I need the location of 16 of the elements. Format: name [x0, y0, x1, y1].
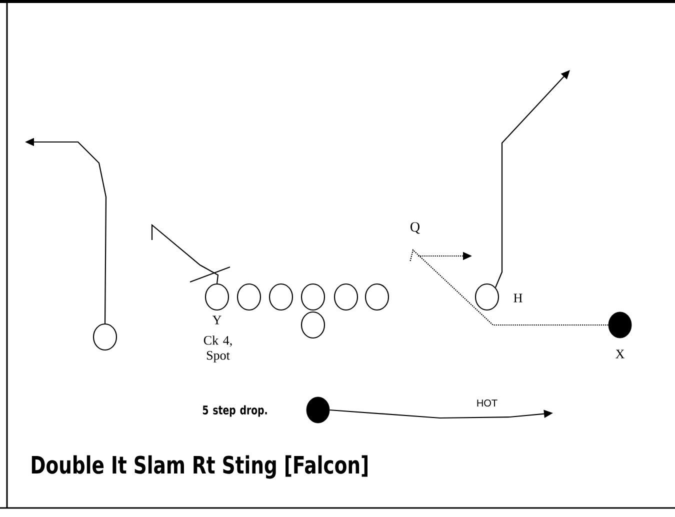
player-circle: [364, 283, 390, 311]
player-circle: [236, 283, 262, 311]
route-arrow: [495, 70, 570, 288]
player-label: Y: [212, 316, 222, 324]
player-circle: [300, 283, 326, 311]
player-label: H: [514, 294, 522, 302]
title: Double It Slam Rt Sting [Falcon]: [32, 455, 368, 479]
player-label: 5 step drop.: [202, 405, 267, 417]
player-circle: [300, 311, 326, 339]
player-label: Q: [410, 222, 420, 234]
player-circle: [334, 283, 358, 311]
player-circle: [92, 323, 118, 351]
player-label: Ck 4, Spot: [204, 336, 232, 362]
edge-label: HOT: [477, 399, 498, 407]
player-circle: [268, 283, 294, 311]
player-label: X: [616, 350, 624, 358]
